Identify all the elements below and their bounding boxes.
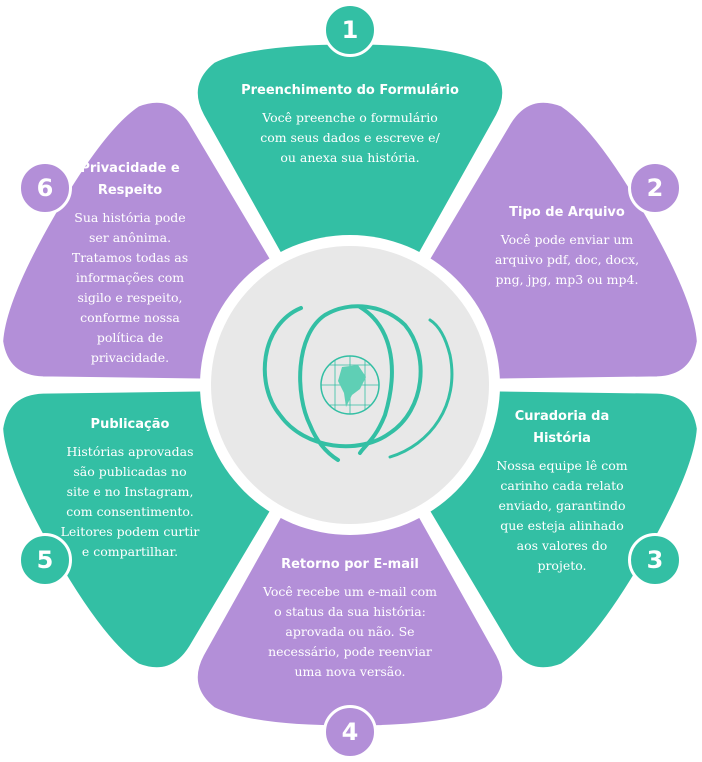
step-number-5: 5: [18, 533, 72, 587]
step-number-6: 6: [18, 161, 72, 215]
step-title: Tipo de Arquivo: [509, 205, 625, 220]
globe-logo-icon: [262, 304, 454, 462]
step-title: Publicação: [90, 417, 170, 432]
step-body: Nossa equipe lê com carinho cada relato …: [496, 458, 628, 573]
step-number-2: 2: [628, 161, 682, 215]
step-title: Preenchimento do Formulário: [241, 83, 459, 98]
step-title: Curadoria da História: [514, 409, 610, 446]
step-body: Você pode enviar um arquivo pdf, doc, do…: [494, 232, 640, 287]
step-number-3: 3: [628, 533, 682, 587]
step-1: Preenchimento do Formulário Você preench…: [235, 80, 465, 168]
step-4: Retorno por E-mail Você recebe um e-mail…: [263, 554, 438, 682]
step-number-1: 1: [323, 3, 377, 57]
step-6: Privacidade e Respeito Sua história pode…: [65, 158, 195, 368]
step-number-4: 4: [323, 705, 377, 759]
step-3: Curadoria da História Nossa equipe lê co…: [495, 406, 630, 576]
step-title: Privacidade e Respeito: [80, 161, 180, 198]
step-5: Publicação Histórias aprovadas são publi…: [60, 414, 200, 562]
step-body: Sua história pode ser anônima. Tratamos …: [71, 210, 189, 365]
step-body: Histórias aprovadas são publicadas no si…: [60, 444, 200, 559]
step-title: Retorno por E-mail: [281, 557, 419, 572]
step-body: Você recebe um e-mail com o status da su…: [262, 584, 438, 679]
step-2: Tipo de Arquivo Você pode enviar um arqu…: [482, 202, 652, 290]
step-body: Você preenche o formulário com seus dado…: [260, 110, 440, 165]
